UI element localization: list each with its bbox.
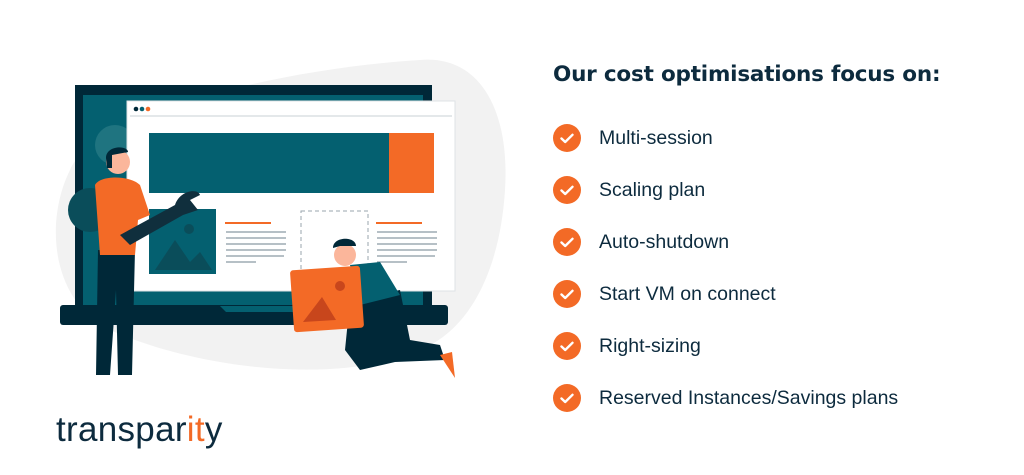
check-circle-icon: [553, 280, 581, 308]
list-item: Scaling plan: [553, 164, 898, 216]
list-item: Reserved Instances/Savings plans: [553, 372, 898, 424]
dashed-placeholder: [300, 210, 369, 272]
list-item-label: Start VM on connect: [599, 282, 776, 305]
hero-banner: [149, 133, 389, 193]
check-circle-icon: [553, 228, 581, 256]
list-item-label: Reserved Instances/Savings plans: [599, 386, 899, 409]
list-item-label: Right-sizing: [599, 334, 701, 357]
check-circle-icon: [553, 332, 581, 360]
window-dot: [133, 106, 139, 112]
list-item-label: Scaling plan: [599, 178, 706, 201]
list-item-label: Auto-shutdown: [599, 230, 730, 253]
window-dot: [139, 106, 145, 112]
optimisation-list: Multi-session Scaling plan Auto-shutdown…: [553, 112, 898, 424]
list-item: Right-sizing: [553, 320, 898, 372]
list-item: Multi-session: [553, 112, 898, 164]
list-item: Start VM on connect: [553, 268, 898, 320]
orange-image-card: [290, 265, 364, 333]
transparity-logo: transparity: [56, 410, 223, 449]
list-item: Auto-shutdown: [553, 216, 898, 268]
website-building-illustration: [55, 59, 506, 378]
check-circle-icon: [553, 384, 581, 412]
check-circle-icon: [553, 176, 581, 204]
hero-accent: [389, 133, 434, 193]
check-circle-icon: [553, 124, 581, 152]
page-title: Our cost optimisations focus on:: [553, 62, 941, 87]
list-item-label: Multi-session: [599, 126, 713, 149]
man-holding-image: [290, 238, 455, 378]
window-dot: [145, 106, 151, 112]
man-with-wrench: [95, 147, 200, 375]
